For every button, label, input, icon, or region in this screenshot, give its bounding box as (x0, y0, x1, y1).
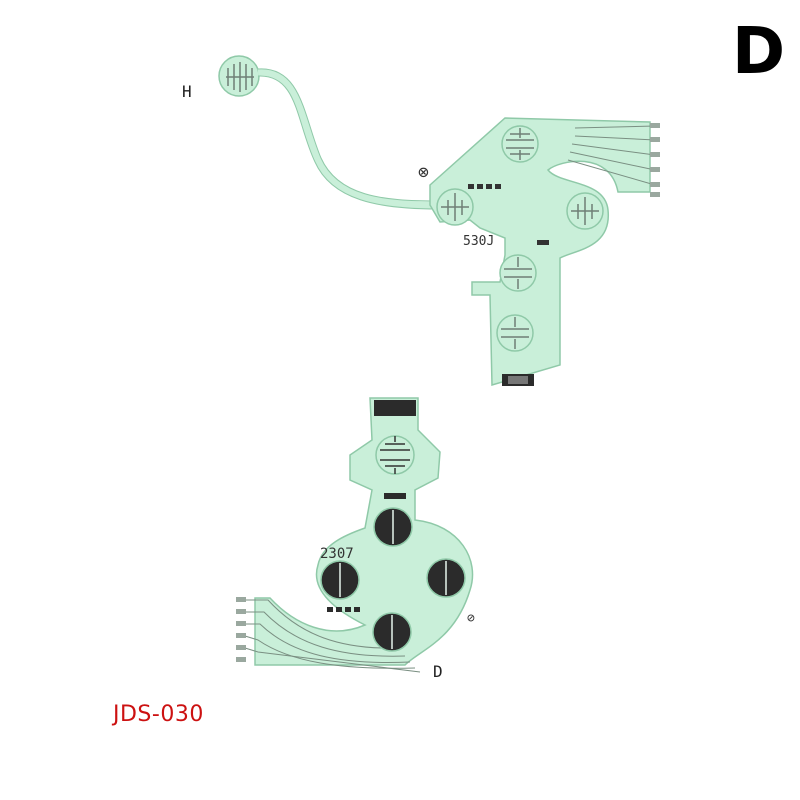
bottom-connector-tail (244, 599, 421, 673)
bottom-membrane (236, 397, 474, 673)
model-label: JDS-030 (113, 702, 204, 727)
label-h: H (182, 82, 192, 101)
bottom-smd-parts (327, 400, 416, 612)
h-button-pad (218, 55, 260, 97)
top-connector-pins (650, 123, 660, 197)
top-connector-tail (567, 125, 656, 186)
top-membrane-body (429, 117, 651, 386)
top-pad-4 (499, 254, 537, 292)
bottom-code-label: 2307 (320, 546, 354, 562)
top-pad-patterns (226, 62, 599, 349)
bottom-pad-patterns (339, 510, 447, 649)
top-code-label: 530J (463, 234, 494, 249)
top-membrane (218, 55, 660, 386)
bottom-membrane-body (254, 397, 474, 666)
top-pad-5 (496, 314, 534, 352)
top-circle-mark: ⊗ (418, 162, 429, 183)
corner-letter: D (732, 15, 786, 89)
bottom-connector-pins (236, 597, 246, 662)
top-pad-1 (501, 125, 539, 163)
h-ribbon (257, 68, 439, 209)
bottom-circle-mark: ⊘ (467, 611, 475, 626)
top-smd-parts (468, 184, 549, 386)
label-d: D (433, 662, 443, 681)
